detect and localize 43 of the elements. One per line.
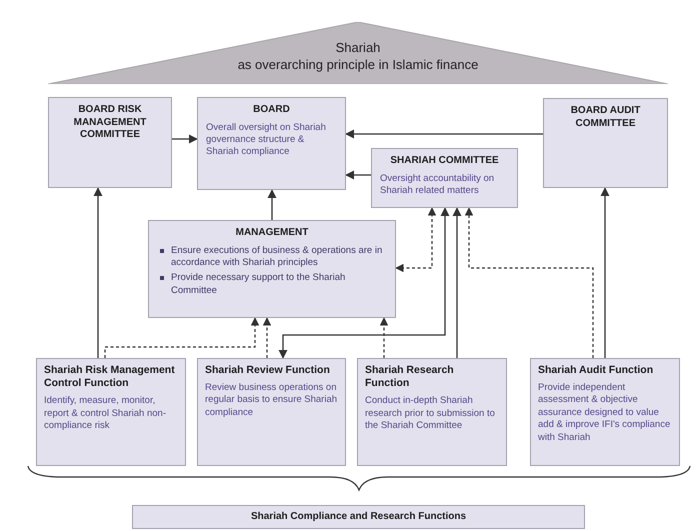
banner-box — [132, 505, 585, 529]
box-heading: Shariah Research Function — [365, 364, 455, 390]
dashed-arrow — [464, 207, 594, 358]
arrow — [345, 170, 371, 180]
arrow — [600, 187, 610, 358]
role-box — [197, 97, 346, 190]
dashed-arrow — [104, 317, 260, 358]
box-description: Provide independent assessment & objective assurance designed to value add & improve IFI's compliance with Shariah — [538, 382, 672, 444]
role-box — [197, 358, 346, 466]
arrow — [452, 207, 462, 358]
box-heading: BOARD — [252, 104, 291, 116]
box-heading: Shariah Risk Management Control Function — [44, 364, 176, 390]
box-description: Identify, measure, monitor, report & control Shariah non-compliance risk — [44, 395, 167, 432]
box-heading: SHARIAH COMMITTEE — [389, 155, 500, 168]
box-heading: BOARD AUDIT COMMITTEE — [570, 105, 642, 130]
box-description: Conduct in-depth Shariah research prior to submission to the Shariah Committee — [365, 395, 496, 432]
bullet-text: Ensure executions of business & operations are in accordance with Shariah principles — [171, 244, 384, 270]
box-heading: Shariah Review Function — [205, 364, 331, 378]
role-box — [148, 220, 396, 318]
arrow — [172, 134, 198, 144]
dashed-arrow — [262, 317, 272, 358]
arrow — [267, 189, 277, 220]
dashed-arrow — [380, 317, 388, 358]
role-box — [36, 358, 186, 466]
box-description: Review business operations on regular basis to ensure Shariah compliance — [205, 382, 338, 420]
role-box — [530, 358, 680, 466]
box-heading: MANAGEMENT — [234, 227, 310, 240]
box-description: Oversight accountability on Shariah related matters — [380, 172, 496, 198]
roof-title: Shariah — [336, 40, 380, 58]
roof-title: as overarching principle in Islamic finance — [238, 57, 478, 74]
arrow — [93, 187, 103, 358]
box-heading: Shariah Audit Function — [538, 364, 654, 378]
role-box — [357, 358, 507, 466]
arrow — [278, 207, 450, 359]
arrow — [345, 129, 543, 139]
box-heading: BOARD RISK MANAGEMENT COMMITTEE — [72, 104, 148, 142]
role-box — [371, 148, 518, 208]
role-box — [543, 98, 668, 188]
box-heading: Shariah Compliance and Research Functions — [250, 510, 468, 524]
role-box — [48, 97, 172, 188]
dashed-arrow — [395, 207, 436, 272]
box-description: Overall oversight on Shariah governance structure & Shariah compliance — [206, 122, 327, 159]
bullet-text: Provide necessary support to the Shariah Committee — [171, 272, 346, 297]
